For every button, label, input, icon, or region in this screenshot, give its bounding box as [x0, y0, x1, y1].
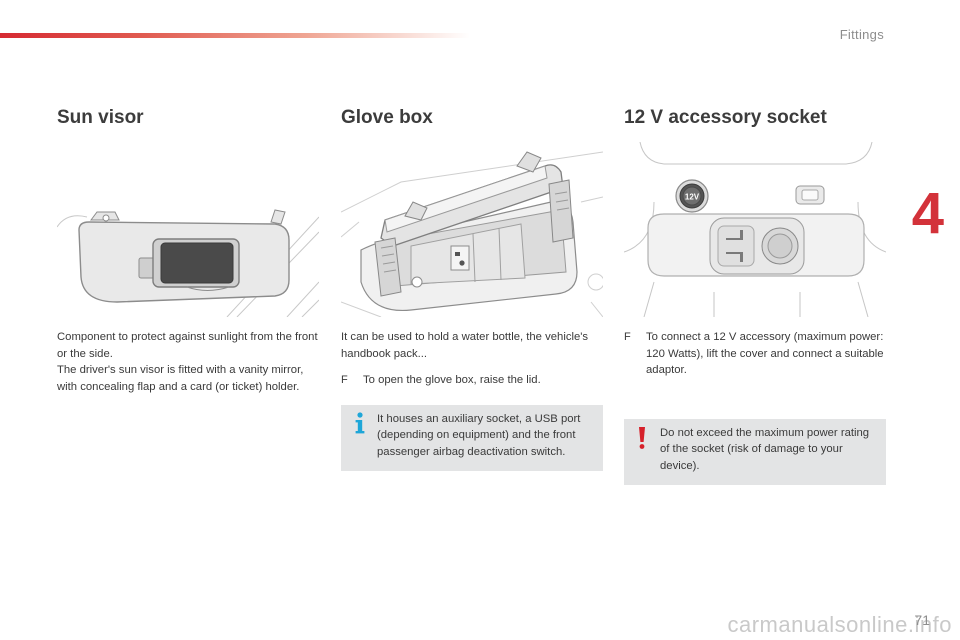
glove-box-section: Glove box [341, 100, 603, 471]
socket-warning-note: Do not exceed the maximum power rating o… [624, 418, 886, 485]
accessory-socket-section: 12 V accessory socket [624, 100, 886, 485]
sun-visor-paragraph-1: Component to protect against sunlight fr… [57, 331, 318, 360]
sun-visor-heading: Sun visor [57, 107, 144, 128]
glove-box-info-note: It houses an auxiliary socket, a USB por… [341, 404, 603, 471]
sun-visor-text: Component to protect against sunlight fr… [57, 329, 319, 395]
chapter-number: 4 [911, 181, 944, 246]
section-title: Fittings [839, 27, 884, 42]
glove-box-illustration [341, 142, 603, 317]
bullet-arrow-icon: F [341, 374, 348, 386]
glove-box-info-text: It houses an auxiliary socket, a USB por… [377, 412, 581, 458]
socket-instruction: F To connect a 12 V accessory (maximum p… [624, 329, 886, 379]
header-accent-bar [0, 33, 470, 38]
socket-warning-text: Do not exceed the maximum power rating o… [660, 426, 870, 472]
socket-instruction-text: To connect a 12 V accessory (maximum pow… [646, 331, 884, 376]
sun-visor-section: Sun visor Component to protect against s… [57, 100, 319, 395]
bullet-arrow-icon: F [624, 331, 631, 343]
glove-box-heading: Glove box [341, 107, 433, 128]
warning-icon [639, 426, 645, 449]
glove-box-paragraph-1: It can be used to hold a water bottle, t… [341, 331, 589, 360]
watermark-text: carmanualsonline.info [727, 612, 952, 637]
accessory-socket-heading: 12 V accessory socket [624, 107, 827, 128]
page-number: 71 [914, 612, 930, 628]
sun-visor-paragraph-2: The driver's sun visor is fitted with a … [57, 364, 304, 393]
socket-label: 12V [685, 193, 700, 202]
accessory-socket-illustration: 12V [624, 142, 886, 317]
sun-visor-illustration [57, 142, 319, 317]
glove-box-text: It can be used to hold a water bottle, t… [341, 329, 603, 362]
glove-box-instruction: F To open the glove box, raise the lid. [341, 372, 603, 389]
glove-box-instruction-text: To open the glove box, raise the lid. [363, 374, 541, 386]
info-icon [355, 411, 365, 433]
